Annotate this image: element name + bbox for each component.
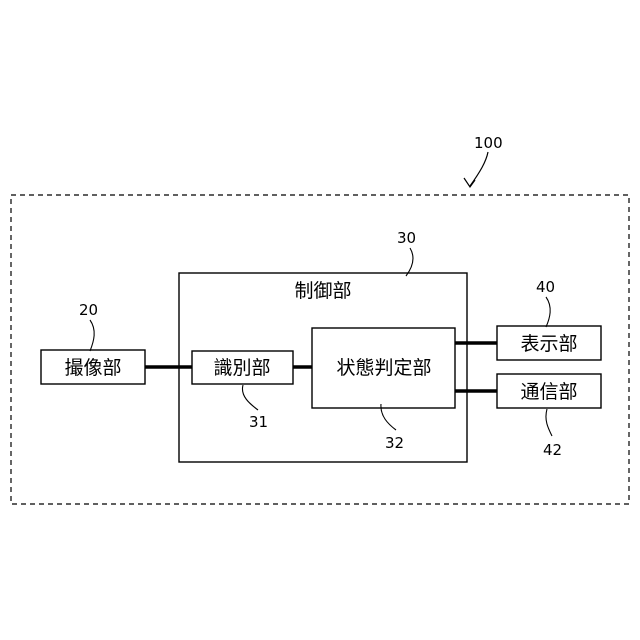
communication-unit-label: 通信部	[520, 381, 577, 403]
system-ref-leader	[470, 152, 488, 186]
state-judgment-unit-ref: 32	[385, 434, 404, 452]
identification-unit-leader	[242, 385, 258, 410]
communication-unit-ref: 42	[543, 441, 562, 459]
state-judgment-unit-label: 状態判定部	[336, 357, 431, 379]
system-ref-arrowhead	[464, 178, 475, 187]
display-unit-ref: 40	[536, 278, 555, 296]
imaging-unit-leader	[90, 320, 94, 351]
communication-unit-leader	[546, 409, 552, 436]
control-unit-leader	[406, 248, 413, 276]
identification-unit-label: 識別部	[213, 357, 270, 379]
control-unit-label: 制御部	[294, 280, 351, 302]
imaging-unit-label: 撮像部	[64, 357, 121, 379]
control-unit-ref: 30	[397, 229, 416, 247]
imaging-unit-ref: 20	[79, 301, 98, 319]
display-unit-label: 表示部	[520, 333, 577, 355]
identification-unit-ref: 31	[249, 413, 268, 431]
system-ref-number: 100	[474, 134, 503, 152]
display-unit-leader	[546, 297, 550, 327]
